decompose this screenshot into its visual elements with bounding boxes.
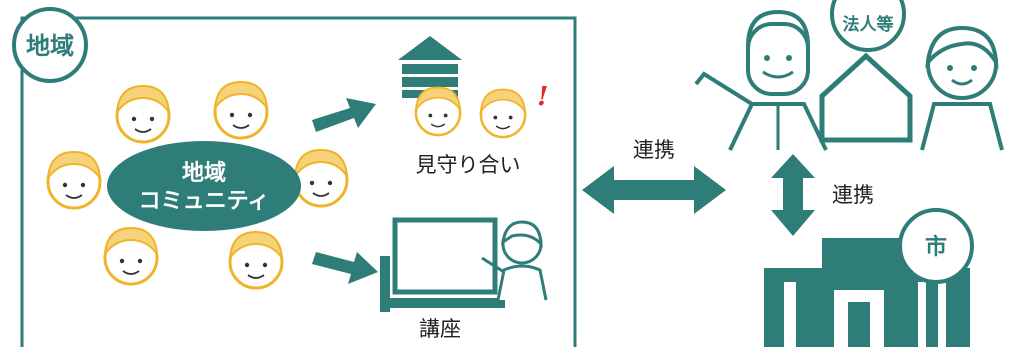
course-label: 講座 <box>419 317 461 341</box>
city-badge-label: 市 <box>925 234 947 260</box>
arrow-to-course <box>312 252 378 284</box>
city-badge: 市 <box>898 208 974 284</box>
horizontal-link-label: 連携 <box>633 138 675 162</box>
corp-group-icon <box>694 9 1004 151</box>
resident-face <box>213 80 269 140</box>
region-badge-label: 地域 <box>26 32 74 60</box>
community-ellipse: 地域 コミュニティ <box>107 141 301 231</box>
corp-badge: 法人等 <box>830 0 906 52</box>
watch-label: 見守り合い <box>416 153 521 177</box>
region-badge: 地域 <box>12 7 88 83</box>
resident-face <box>103 226 159 286</box>
watching-faces <box>414 86 527 139</box>
corp-badge-label: 法人等 <box>843 14 894 35</box>
whiteboard-icon <box>380 217 505 312</box>
arrow-to-watch <box>312 98 376 132</box>
vertical-link-label: 連携 <box>832 183 874 207</box>
community-line1: 地域 <box>182 160 226 186</box>
resident-face <box>293 148 349 208</box>
vertical-link-arrow <box>771 154 815 236</box>
alert-mark: ! <box>537 82 548 112</box>
resident-face <box>115 84 171 144</box>
resident-face <box>46 150 102 210</box>
teacher-icon <box>481 220 548 301</box>
community-line2: コミュニティ <box>139 189 270 214</box>
region-frame <box>20 16 577 347</box>
resident-face <box>228 230 284 290</box>
horizontal-link-arrow <box>582 166 726 214</box>
